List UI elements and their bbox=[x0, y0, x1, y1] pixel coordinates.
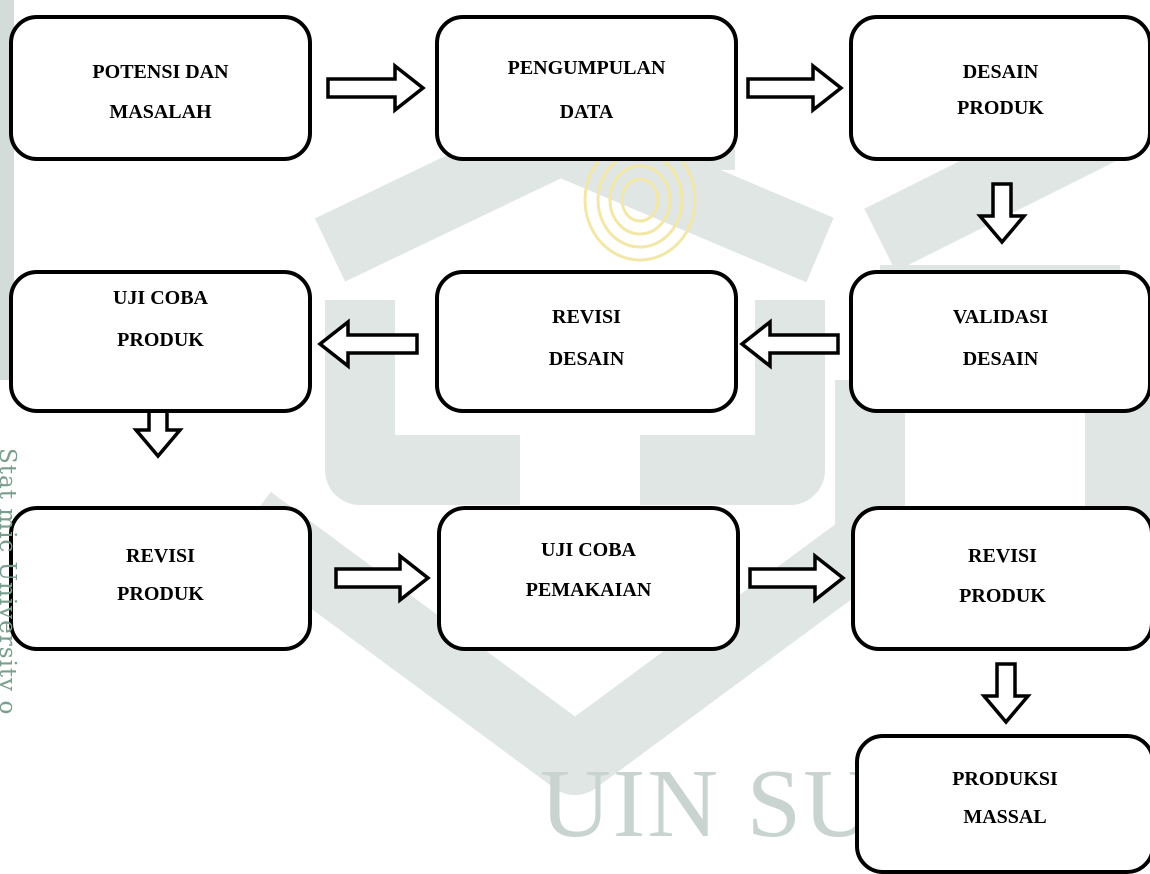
step-box-potensi-dan-masalah bbox=[9, 15, 312, 161]
step-label-revisi-produk-2-line-1: REVISI bbox=[968, 545, 1037, 567]
step-label-uji-coba-produk-line-2: PRODUK bbox=[117, 329, 204, 351]
step-label-uji-coba-pemakaian-line-1: UJI COBA bbox=[540, 539, 637, 561]
step-label-revisi-produk-1-line-2: PRODUK bbox=[117, 583, 204, 605]
step-label-uji-coba-produk-line-1: UJI COBA bbox=[112, 287, 209, 309]
arrow-potensi-dan-masalah-to-pengumpulan-data bbox=[326, 62, 426, 114]
step-box-validasi-desain bbox=[849, 270, 1150, 413]
step-label-pengumpulan-data-line-1: PENGUMPULAN bbox=[507, 57, 666, 79]
arrow-revisi-produk-1-to-uji-coba-pemakaian bbox=[334, 552, 431, 604]
step-label-produksi-massal-line-1: PRODUKSI bbox=[952, 768, 1058, 790]
step-box-revisi-produk-2 bbox=[851, 506, 1150, 651]
step-box-produksi-massal bbox=[855, 734, 1150, 874]
step-label-revisi-desain-line-2: DESAIN bbox=[548, 348, 625, 370]
step-label-produksi-massal-line-2: MASSAL bbox=[963, 806, 1047, 828]
step-box-revisi-desain bbox=[435, 270, 738, 413]
arrow-revisi-desain-to-uji-coba-produk bbox=[317, 318, 419, 370]
arrow-desain-produk-to-validasi-desain bbox=[976, 182, 1028, 245]
step-label-desain-produk-line-2: PRODUK bbox=[957, 97, 1044, 119]
step-box-revisi-produk-1 bbox=[9, 506, 312, 651]
step-box-desain-produk bbox=[849, 15, 1150, 161]
step-box-uji-coba-pemakaian bbox=[437, 506, 740, 651]
step-label-revisi-produk-1-line-1: REVISI bbox=[126, 545, 195, 567]
margin-watermark-text: Stat mic University o bbox=[0, 448, 20, 716]
step-label-validasi-desain-line-1: VALIDASI bbox=[952, 306, 1049, 328]
step-label-desain-produk-line-1: DESAIN bbox=[962, 61, 1039, 83]
step-label-revisi-produk-2-line-2: PRODUK bbox=[959, 585, 1046, 607]
step-label-validasi-desain-line-2: DESAIN bbox=[962, 348, 1039, 370]
step-label-revisi-desain-line-1: REVISI bbox=[552, 306, 621, 328]
step-label-uji-coba-pemakaian-line-2: PEMAKAIAN bbox=[525, 579, 652, 601]
step-label-potensi-dan-masalah-line-1: POTENSI DAN bbox=[92, 61, 229, 83]
step-box-uji-coba-produk bbox=[9, 270, 312, 413]
step-label-pengumpulan-data-line-2: DATA bbox=[559, 101, 614, 123]
arrow-pengumpulan-data-to-desain-produk bbox=[746, 62, 844, 114]
arrow-revisi-produk-2-to-produksi-massal bbox=[980, 662, 1032, 725]
step-label-potensi-dan-masalah-line-2: MASALAH bbox=[109, 101, 212, 123]
arrow-uji-coba-pemakaian-to-revisi-produk-2 bbox=[748, 552, 846, 604]
arrow-validasi-desain-to-revisi-desain bbox=[739, 318, 840, 370]
step-box-pengumpulan-data bbox=[435, 15, 738, 161]
